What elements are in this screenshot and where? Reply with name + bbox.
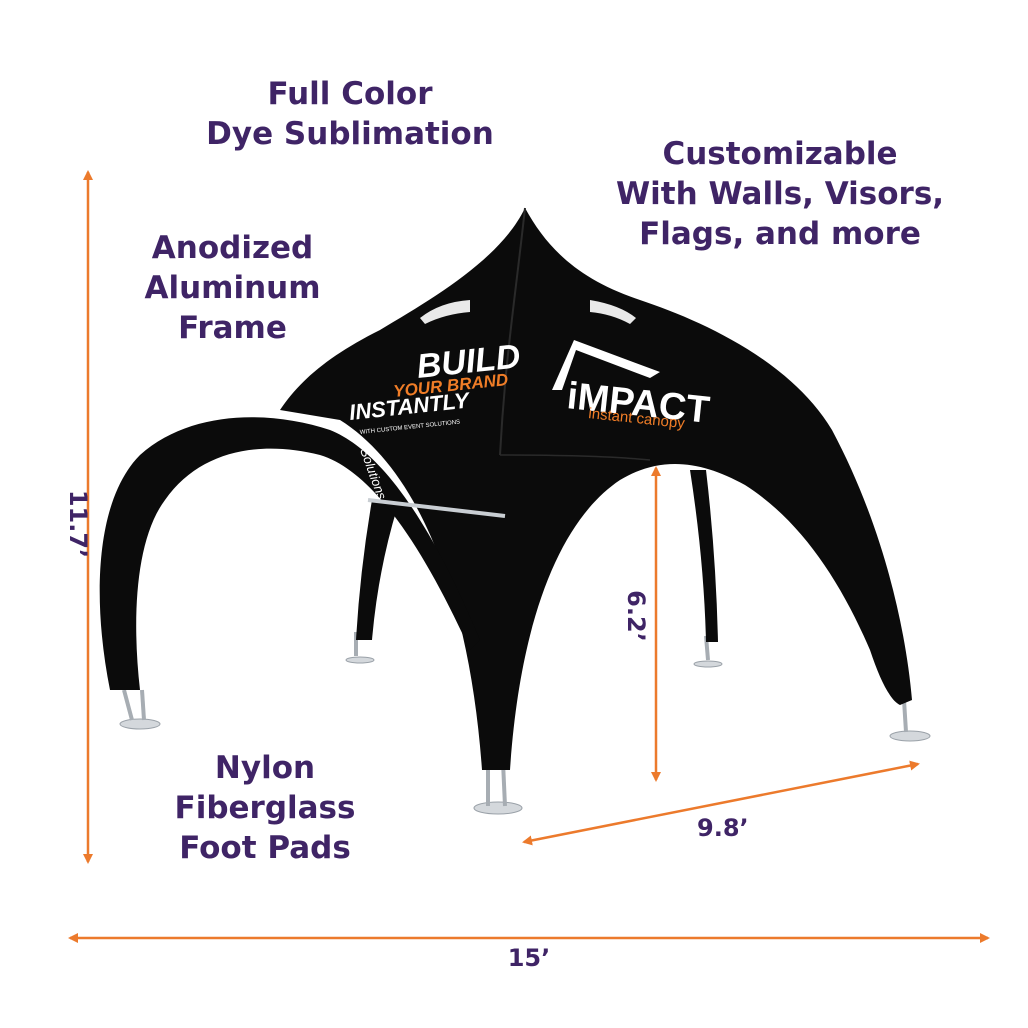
feature-text: Nylon: [214, 750, 316, 786]
visor-print-a: impactcan: [196, 457, 280, 499]
foot-pads: [119, 656, 931, 815]
front-visor: [99, 417, 480, 690]
dim-overall-width: 15’: [507, 944, 551, 972]
feature-text: Foot Pads: [179, 830, 351, 866]
dim-leg-span: 9.8’: [697, 814, 749, 842]
feature-text: Aluminum: [144, 270, 321, 306]
dimension-arrows: [68, 170, 990, 943]
dim-overall-height: 11.7’: [64, 489, 93, 559]
feature-text: Frame: [178, 310, 287, 346]
feature-text: Full Color: [267, 76, 433, 112]
feature-text: Dye Sublimation: [206, 116, 494, 152]
feature-customizable: Customizable With Walls, Visors, Flags, …: [600, 134, 960, 254]
feature-text: With Walls, Visors,: [615, 176, 945, 212]
feature-text: Flags, and more: [639, 216, 921, 252]
feature-text: Fiberglass: [174, 790, 356, 826]
feature-text: Anodized: [151, 230, 314, 266]
canopy-body: [280, 208, 912, 770]
feature-aluminum-frame: Anodized Aluminum Frame: [105, 228, 360, 348]
feature-foot-pads: Nylon Fiberglass Foot Pads: [155, 748, 375, 868]
feature-text: Customizable: [662, 136, 898, 172]
leg-span-arrow: [522, 760, 920, 846]
feature-dye-sublimation: Full Color Dye Sublimation: [170, 74, 530, 154]
dim-clearance-height: 6.2’: [621, 590, 650, 642]
